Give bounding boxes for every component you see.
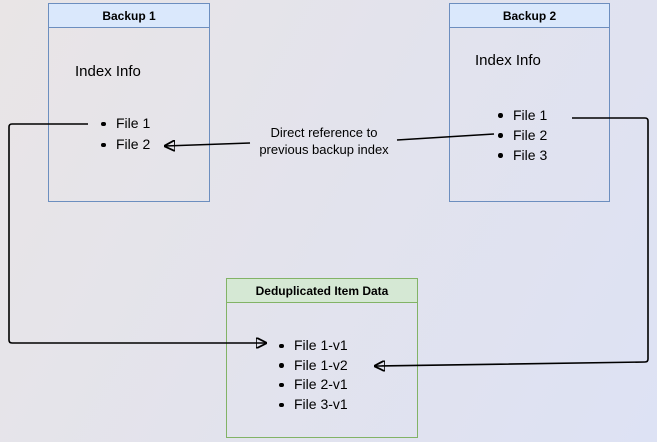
list-item: File 2 xyxy=(493,125,547,145)
list-item: File 3-v1 xyxy=(274,395,348,415)
list-item: File 1-v1 xyxy=(274,336,348,356)
list-item: File 1-v2 xyxy=(274,356,348,376)
backup2-node: Backup 2 xyxy=(449,3,610,202)
backup1-header: Backup 1 xyxy=(49,4,209,28)
list-item: File 3 xyxy=(493,145,547,165)
backup1-file-list: File 1 File 2 xyxy=(96,113,150,155)
backup1-index-info-label: Index Info xyxy=(75,63,141,80)
dedup-header: Deduplicated Item Data xyxy=(227,279,417,303)
direct-reference-label-line2: previous backup index xyxy=(259,141,389,157)
list-item: File 1 xyxy=(493,105,547,125)
backup2-file-list: File 1 File 2 File 3 xyxy=(493,105,547,165)
backup2-index-info-label: Index Info xyxy=(475,52,541,69)
backup1-node: Backup 1 xyxy=(48,3,210,202)
direct-reference-label: Direct reference to previous backup inde… xyxy=(234,125,414,158)
list-item: File 2 xyxy=(96,134,150,155)
direct-reference-label-line1: Direct reference to xyxy=(270,125,378,140)
backup2-header: Backup 2 xyxy=(450,4,609,28)
dedup-item-list: File 1-v1 File 1-v2 File 2-v1 File 3-v1 xyxy=(274,336,348,414)
list-item: File 2-v1 xyxy=(274,375,348,395)
list-item: File 1 xyxy=(96,113,150,134)
